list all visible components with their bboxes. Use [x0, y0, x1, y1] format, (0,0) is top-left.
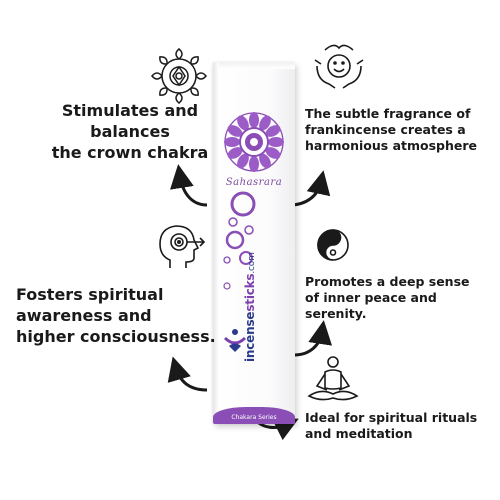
- box-side-edge: [213, 62, 219, 424]
- arrow-right-mid: [293, 320, 333, 357]
- crown-chakra-icon: [224, 112, 284, 172]
- swirl-circle: [228, 217, 238, 227]
- brand-part3: .com: [247, 252, 257, 274]
- benefit-line: and meditation: [305, 426, 413, 441]
- series-band: [213, 407, 295, 424]
- benefit-line: of inner peace and: [305, 290, 437, 305]
- benefit-line: awareness and: [16, 306, 152, 325]
- product-box: Sahasrara incensesticks.com Chakara Seri…: [213, 62, 295, 424]
- brand-part2: sticks: [243, 273, 257, 312]
- swirl-circle: [230, 191, 256, 217]
- benefit-left-mid: Fosters spiritual awareness and higher c…: [16, 284, 216, 347]
- benefit-right-bot: Ideal for spiritual rituals and meditati…: [305, 410, 495, 442]
- swirl-circle: [244, 225, 254, 235]
- benefit-line: Fosters spiritual: [16, 285, 164, 304]
- benefit-line: serenity.: [305, 306, 367, 321]
- box-top-edge: [213, 62, 295, 69]
- benefit-line: Stimulates and: [61, 101, 199, 120]
- benefit-line: the crown chakra: [51, 143, 209, 162]
- benefit-left-top: Stimulates and balances the crown chakra: [50, 100, 210, 163]
- brand-wordmark: incensesticks.com: [243, 252, 257, 362]
- arrow-left-top: [170, 164, 208, 207]
- swirl-circle: [223, 282, 231, 290]
- benefit-line: The subtle fragrance of: [305, 106, 471, 121]
- swirl-circles: [223, 191, 256, 290]
- box-artwork: [223, 112, 284, 352]
- benefit-right-mid: Promotes a deep sense of inner peace and…: [305, 274, 495, 322]
- swirl-circle: [225, 230, 245, 250]
- series-label: Chakara Series: [231, 414, 277, 421]
- brand-part1: incense: [243, 311, 257, 362]
- benefit-line: higher consciousness.: [16, 327, 216, 346]
- swirl-circle: [223, 256, 231, 264]
- benefit-right-top: The subtle fragrance of frankincense cre…: [305, 106, 495, 154]
- benefit-line: balances: [90, 122, 170, 141]
- swirl-circle: [239, 251, 253, 265]
- brand-logo-icon: [223, 329, 247, 352]
- benefit-line: Promotes a deep sense: [305, 274, 470, 289]
- benefit-line: Ideal for spiritual rituals: [305, 410, 478, 425]
- arrow-left-bot: [167, 356, 208, 392]
- chakra-name: Sahasrara: [225, 177, 283, 188]
- benefit-line: harmonious atmosphere: [305, 138, 478, 153]
- benefit-line: frankincense creates a: [305, 122, 466, 137]
